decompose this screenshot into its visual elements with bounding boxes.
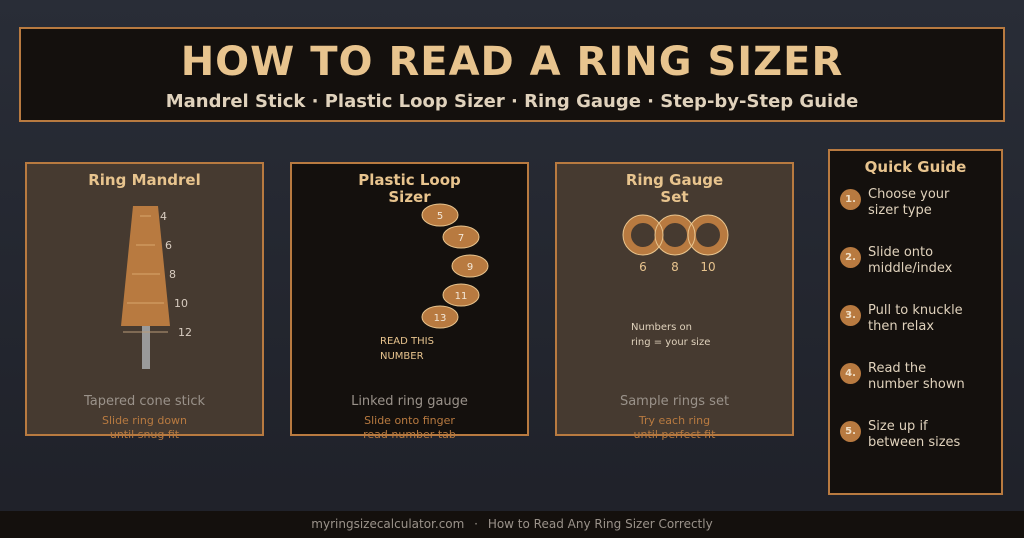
step-text: Pull to knuckle then relax: [868, 303, 963, 334]
step-number-badge: 5.: [840, 421, 861, 442]
tab-label: 7: [458, 233, 464, 244]
panel-caption: Linked ring gauge: [351, 394, 468, 409]
tab-label: 13: [434, 313, 447, 324]
step-text: Size up if between sizes: [868, 419, 961, 450]
footer-separator: ·: [474, 517, 478, 531]
gauge-ring: [623, 215, 663, 255]
read-note: NUMBER: [380, 351, 424, 362]
mark-label: 6: [165, 239, 172, 252]
tab-label: 11: [455, 291, 468, 302]
loop-sizer-illustration: 5 7 9 11 13 READ THIS NUMBER: [380, 203, 489, 362]
panel-ring-mandrel: Ring Mandrel 4 6 8 10 12 Tapered cone st…: [25, 162, 264, 441]
step-number-badge: 2.: [840, 247, 861, 268]
read-note: READ THIS: [380, 336, 434, 347]
mark-label: 8: [169, 268, 176, 281]
tab-label: 5: [437, 211, 443, 222]
gauge-ring: [655, 215, 695, 255]
quick-guide-title: Quick Guide: [864, 158, 967, 176]
tab-label: 9: [467, 262, 473, 273]
panel-caption: Tapered cone stick: [83, 394, 206, 409]
size-tab: [421, 305, 459, 329]
panel-caption: Sample rings set: [619, 394, 730, 409]
ring-note: ring = your size: [631, 337, 710, 348]
mandrel-illustration: 4 6 8 10 12: [121, 206, 192, 369]
footer-tagline: How to Read Any Ring Sizer Correctly: [487, 517, 713, 531]
footer: myringsizecalculator.com · How to Read A…: [0, 511, 1024, 538]
step-number-badge: 3.: [840, 305, 861, 326]
page-subtitle: Mandrel Stick · Plastic Loop Sizer · Rin…: [165, 91, 859, 112]
size-tab: [442, 225, 480, 249]
step-text: Read the number shown: [868, 361, 965, 392]
ring-note: Numbers on: [631, 322, 692, 333]
page-title: HOW TO READ A RING SIZER: [180, 39, 844, 85]
step-number-badge: 1.: [840, 189, 861, 210]
ring-label: 6: [639, 260, 647, 274]
ring-label: 10: [700, 260, 715, 274]
header-banner: HOW TO READ A RING SIZER Mandrel Stick ·…: [19, 27, 1005, 122]
mark-label: 12: [178, 326, 192, 339]
mandrel-cone: [121, 206, 170, 326]
panel-title: Ring Mandrel: [88, 171, 201, 189]
ring-gauge-illustration: 6 8 10 Numbers on ring = your size: [622, 214, 729, 348]
ring-label: 8: [671, 260, 679, 274]
step-text: Choose your sizer type: [868, 187, 950, 218]
footer-site: myringsizecalculator.com: [311, 517, 465, 531]
quick-guide-panel: Quick Guide 1. Choose your sizer type 2. S…: [828, 149, 1003, 495]
step-text: Slide onto middle/index: [868, 245, 953, 276]
mandrel-handle: [142, 324, 150, 369]
size-tab: [442, 283, 480, 307]
mark-label: 4: [160, 210, 167, 223]
size-tab: [451, 254, 489, 278]
step-number-badge: 4.: [840, 363, 861, 384]
size-tab: [421, 203, 459, 227]
gauge-ring: [688, 215, 728, 255]
mark-label: 10: [174, 297, 188, 310]
